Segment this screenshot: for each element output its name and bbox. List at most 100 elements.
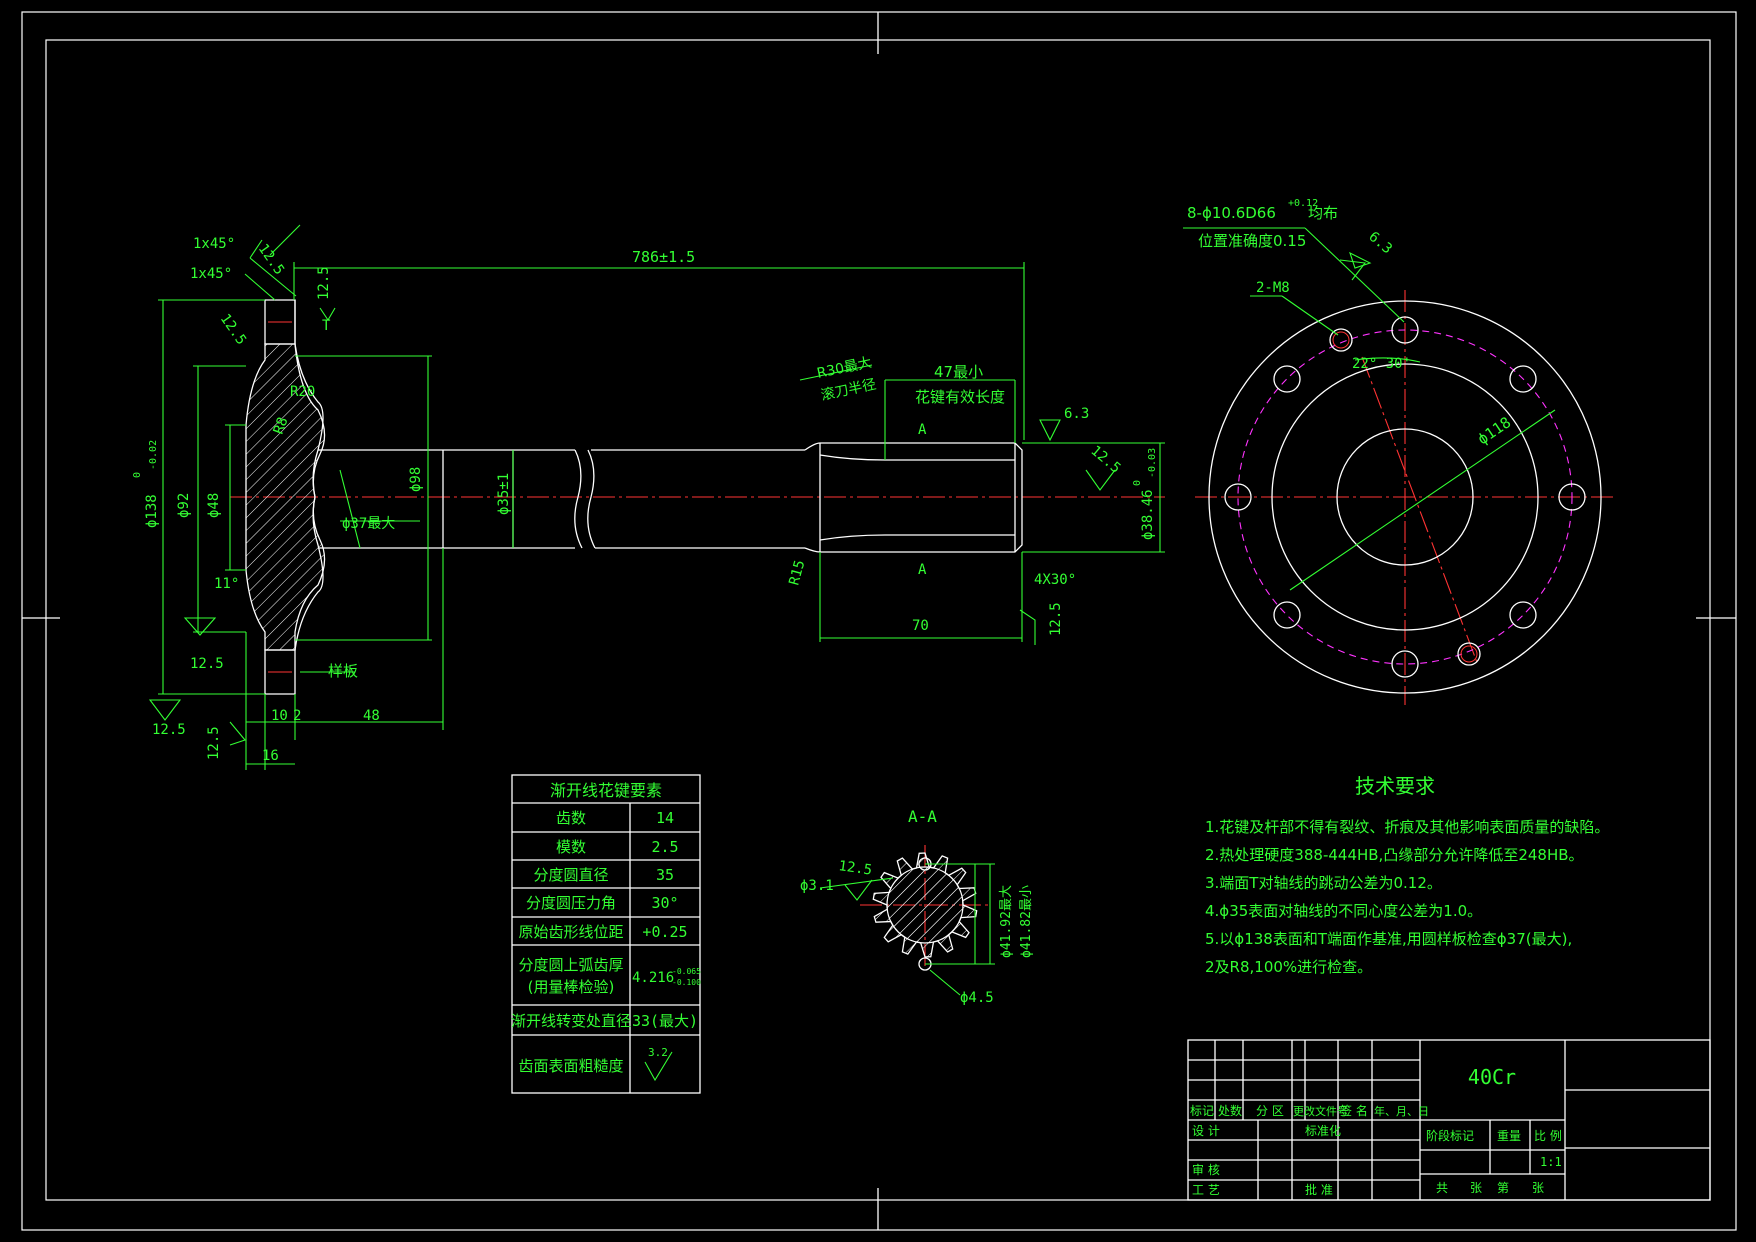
flange-end-view — [1183, 227, 1615, 705]
dia-92-label: ϕ92 — [176, 493, 192, 518]
shaft-front-view — [230, 299, 1165, 695]
spline-row-label: 分度圆直径 — [533, 866, 608, 884]
spline-row-label: 原始齿形线位距 — [518, 923, 623, 941]
roughness-label: 12.5 — [316, 266, 332, 300]
gauge-plate-label: 样板 — [328, 662, 358, 680]
spline-row-label: (用量棒检验) — [528, 978, 615, 996]
roughness-symbol — [644, 1051, 673, 1082]
drawing-frame — [21, 11, 1737, 1231]
spline-row-label: 齿面表面粗糙度 — [518, 1057, 623, 1075]
spline-row-value: 4.216 — [632, 970, 674, 986]
angle-label: 22° 30' — [1352, 356, 1411, 372]
title-cell: 张 — [1470, 1181, 1482, 1195]
spline-row-label: 齿数 — [556, 809, 586, 827]
spline-row-label: 分度圆上弧齿厚 — [518, 956, 623, 974]
title-cell: 更改文件号 — [1293, 1104, 1348, 1118]
spline-row-value: 33(最大) — [632, 1012, 698, 1030]
tap-label: 2-M8 — [1256, 280, 1290, 296]
roughness-label: 12.5 — [217, 311, 249, 348]
dia-98-label: ϕ98 — [408, 467, 424, 492]
bolt-hole — [1509, 365, 1537, 393]
dia-3846-tol-low: -0.03 — [1147, 448, 1158, 478]
title-cell: 重量 — [1497, 1129, 1521, 1143]
section-a-label: A — [918, 562, 927, 578]
roughness-label: 12.5 — [206, 726, 222, 760]
title-cell: 第 — [1497, 1181, 1509, 1195]
angle-11-label: 11° — [214, 576, 239, 592]
title-cell: 签 名 — [1340, 1103, 1368, 1118]
technical-requirements: 技术要求 1.花键及杆部不得有裂纹、折痕及其他影响表面质量的缺陷。 2.热处理硬… — [1205, 774, 1609, 976]
roughness-label: 12.5 — [152, 722, 186, 738]
bolt-holes-label: 8-ϕ10.6D66 — [1187, 204, 1276, 222]
spline-row-label: 模数 — [556, 838, 586, 856]
roughness-label: 12.5 — [1087, 443, 1123, 477]
title-cell: 标准化 — [1305, 1124, 1341, 1138]
tech-req-item: 5.以ϕ138表面和T端面作基准,用圆样板检查ϕ37(最大), — [1205, 930, 1572, 948]
title-cell: 年、月、日 — [1374, 1104, 1429, 1118]
spline-row-label: 分度圆压力角 — [526, 894, 616, 912]
pitch-dia-label: ϕ118 — [1474, 413, 1514, 448]
title-cell: 设 计 — [1192, 1124, 1220, 1138]
flange-outer-circle — [1208, 300, 1602, 694]
section-view-labels: A-A 12.5 ϕ3.1 ϕ4.5 ϕ41.92最大 ϕ41.82最小 — [800, 807, 1034, 1006]
title-cell: 张 — [1532, 1181, 1544, 1195]
dim-70-label: 70 — [912, 618, 929, 634]
tech-req-title: 技术要求 — [1355, 774, 1435, 798]
spline-row-tol: -0.065 — [672, 967, 701, 976]
dia-45-label: ϕ4.5 — [960, 990, 994, 1006]
bolt-hole — [1273, 601, 1301, 629]
dia-48-label: ϕ48 — [206, 493, 222, 518]
material-label: 40Cr — [1468, 1065, 1516, 1089]
bolt-hole — [1391, 316, 1419, 344]
bolt-hole — [1273, 365, 1301, 393]
tech-req-item: 2及R8,100%进行检查。 — [1205, 958, 1372, 976]
overall-length-label: 786±1.5 — [632, 248, 695, 266]
dim-10-label: 10 — [271, 708, 288, 724]
title-cell: 共 — [1436, 1181, 1448, 1195]
tech-req-item: 1.花键及杆部不得有裂纹、折痕及其他影响表面质量的缺陷。 — [1205, 818, 1609, 836]
dia-35-label: ϕ35±1 — [496, 473, 512, 515]
flange-bore-circle — [1336, 428, 1474, 566]
dia-138-label: ϕ138 — [144, 494, 160, 528]
tapped-hole — [1329, 328, 1353, 352]
spline-row-value: 30° — [651, 894, 678, 912]
flange-hub-circle — [1271, 363, 1539, 631]
position-tolerance-label: 位置准确度0.15 — [1198, 232, 1306, 250]
dim-2-label: 2 — [293, 708, 301, 724]
title-cell: 批 准 — [1305, 1182, 1333, 1197]
scale-value: 1:1 — [1540, 1155, 1562, 1169]
bolt-hole — [1391, 650, 1419, 678]
spline-min-length-label: 47最小 — [934, 363, 983, 381]
dia-3846-label: ϕ38.46 — [1140, 489, 1156, 540]
title-cell: 阶段标记 — [1426, 1128, 1474, 1143]
face-t-label: T — [322, 318, 331, 334]
title-cell: 处数 — [1218, 1103, 1242, 1118]
title-cell: 审 核 — [1192, 1162, 1220, 1177]
r20-label: R20 — [290, 384, 315, 400]
spline-row-value: 14 — [656, 809, 674, 827]
spline-core — [886, 866, 964, 944]
dia-138-tol-low: -0.02 — [148, 440, 159, 470]
dia-138-tol-up: 0 — [132, 472, 143, 478]
roughness-label: 12.5 — [837, 858, 873, 879]
spline-row-tol: -0.100 — [672, 978, 701, 987]
spline-row-value: 2.5 — [651, 838, 678, 856]
dim-48-label: 48 — [363, 708, 380, 724]
spline-row-value: 3.2 — [648, 1046, 668, 1059]
tech-req-item: 3.端面T对轴线的跳动公差为0.12。 — [1205, 874, 1442, 892]
title-cell: 工 艺 — [1192, 1183, 1220, 1197]
dim-16-label: 16 — [262, 748, 279, 764]
flange-view-labels: 8-ϕ10.6D66 +0.12 均布 位置准确度0.15 6.3 2-M8 2… — [1187, 198, 1514, 448]
r8-label: R8 — [271, 415, 292, 436]
r15-label: R15 — [786, 558, 808, 587]
chamfer-label-2: 1x45° — [190, 266, 232, 282]
title-block: 40Cr 标记 处数 分 区 更改文件号 签 名 年、月、日 设 计 标准化 阶… — [1187, 1039, 1711, 1201]
pitch-dia-dim-line — [1289, 409, 1556, 591]
spline-table-title: 渐开线花键要素 — [550, 781, 662, 800]
bolt-holes-suffix: 均布 — [1308, 204, 1338, 222]
chamfer-label-1: 1x45° — [193, 236, 235, 252]
spline-effective-length-label: 花键有效长度 — [915, 388, 1005, 406]
chamfer-4x30-label: 4X30° — [1034, 572, 1076, 588]
